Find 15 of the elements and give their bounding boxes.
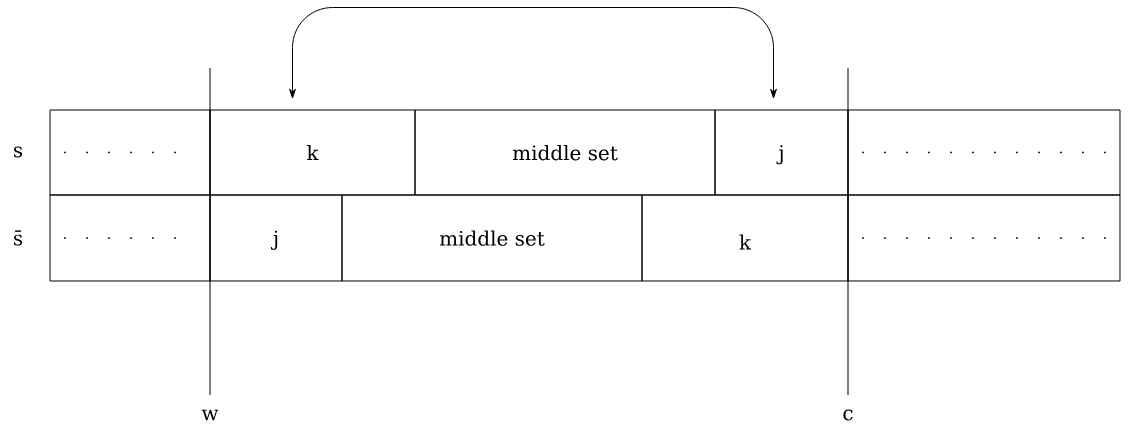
table-cell: middle set: [414, 109, 716, 196]
boundary-label: c: [843, 409, 853, 421]
table-cell: j: [714, 109, 849, 196]
dotted-cell: [847, 109, 1121, 196]
curved-arrow: [289, 7, 777, 99]
table-cell: k: [209, 109, 416, 196]
row-label: s̄: [14, 230, 23, 246]
boundary-label: w: [201, 409, 219, 421]
table-cell: j: [209, 194, 343, 282]
row-label: s: [14, 146, 23, 158]
table-cell: k: [641, 194, 849, 282]
dotted-cell: [49, 109, 211, 196]
table-cell: middle set: [341, 194, 643, 282]
dotted-cell: [847, 194, 1121, 282]
dotted-cell: [49, 194, 211, 282]
